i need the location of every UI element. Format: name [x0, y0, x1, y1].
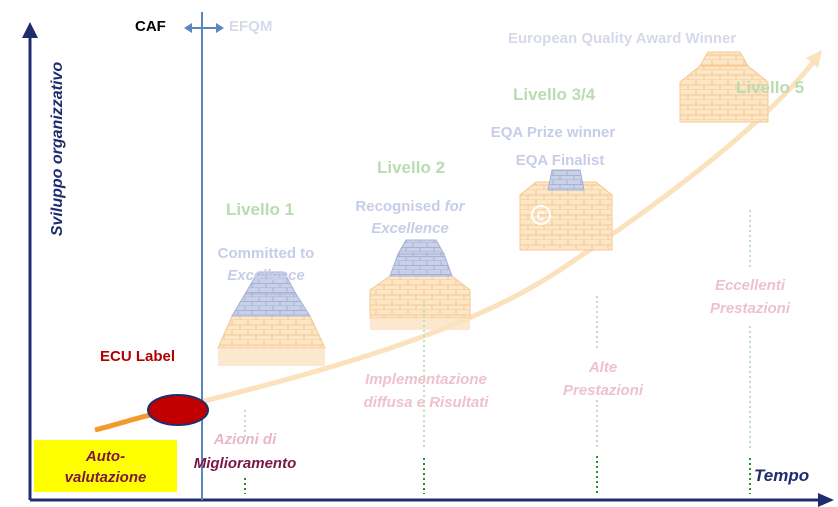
auto-line-1: Auto- — [85, 448, 126, 465]
x-axis-label: Tempo — [754, 466, 810, 485]
committed-to-excellence: Committed to Excellence — [200, 243, 332, 287]
committed-line-2: Excellence — [227, 267, 305, 284]
autovalutazione-box — [34, 440, 177, 492]
level-1-label: Livello 1 — [226, 200, 295, 219]
azioni-di-miglioramento: Azioni di Miglioramento — [170, 428, 320, 476]
alte-line-2: Prestazioni — [562, 382, 644, 399]
efqm-label: EFQM — [229, 18, 273, 35]
recognised-text: Recognised — [355, 198, 445, 215]
level-5-label: Livello 5 — [736, 78, 805, 97]
x-axis-arrow — [818, 493, 834, 507]
eqa-prize-winner: EQA Prize winner — [490, 124, 616, 141]
committed-line-1: Committed to — [217, 245, 315, 262]
copyright-icon — [531, 205, 551, 225]
azioni-line-1: Azioni di — [213, 431, 277, 448]
impl-line-2: diffusa e Risultati — [363, 394, 489, 411]
eccellenti-prestazioni: Eccellenti Prestazioni — [692, 274, 808, 320]
pyramid-level-3-4: C — [519, 169, 613, 251]
pyramid-level-1 — [217, 271, 326, 366]
y-axis-label: Sviluppo organizzativo — [49, 61, 66, 237]
implementazione-diffusa: Implementazione diffusa e Risultati — [340, 368, 512, 414]
pyramid-level-2 — [369, 239, 471, 330]
recognised-line-2: Excellence — [371, 220, 449, 237]
recognised-for-excellence: Recognised for Excellence — [338, 196, 482, 240]
alte-line-1: Alte — [588, 359, 618, 376]
ecu-label-ellipse — [147, 394, 209, 426]
eccellenti-line-2: Prestazioni — [709, 300, 791, 317]
caf-label: CAF — [135, 18, 166, 35]
autovalutazione-label: Auto- valutazione — [34, 446, 177, 488]
impl-line-1: Implementazione — [365, 371, 487, 388]
auto-line-2: valutazione — [64, 469, 147, 486]
pyramid-level-5 — [679, 51, 769, 123]
recognised-line-1: Recognised for — [338, 196, 482, 218]
level-2-label: Livello 2 — [377, 158, 446, 177]
svg-text:C: C — [537, 209, 546, 223]
alte-prestazioni: Alte Prestazioni — [548, 356, 658, 402]
curve-arrowhead — [806, 50, 822, 68]
eccellenti-line-1: Eccellenti — [714, 277, 786, 294]
milestone-markers — [244, 210, 751, 494]
eqa-winner-label: European Quality Award Winner — [508, 30, 737, 47]
eqa-finalist: EQA Finalist — [515, 152, 605, 169]
ecu-label: ECU Label — [100, 348, 176, 365]
growth-curve — [199, 58, 817, 405]
azioni-line-2: Miglioramento — [193, 455, 297, 472]
recognised-for-text: for — [444, 198, 465, 215]
level-3-4-label: Livello 3/4 — [513, 85, 596, 104]
y-axis-arrow — [22, 22, 38, 38]
caf-efqm-arrow — [184, 23, 224, 33]
